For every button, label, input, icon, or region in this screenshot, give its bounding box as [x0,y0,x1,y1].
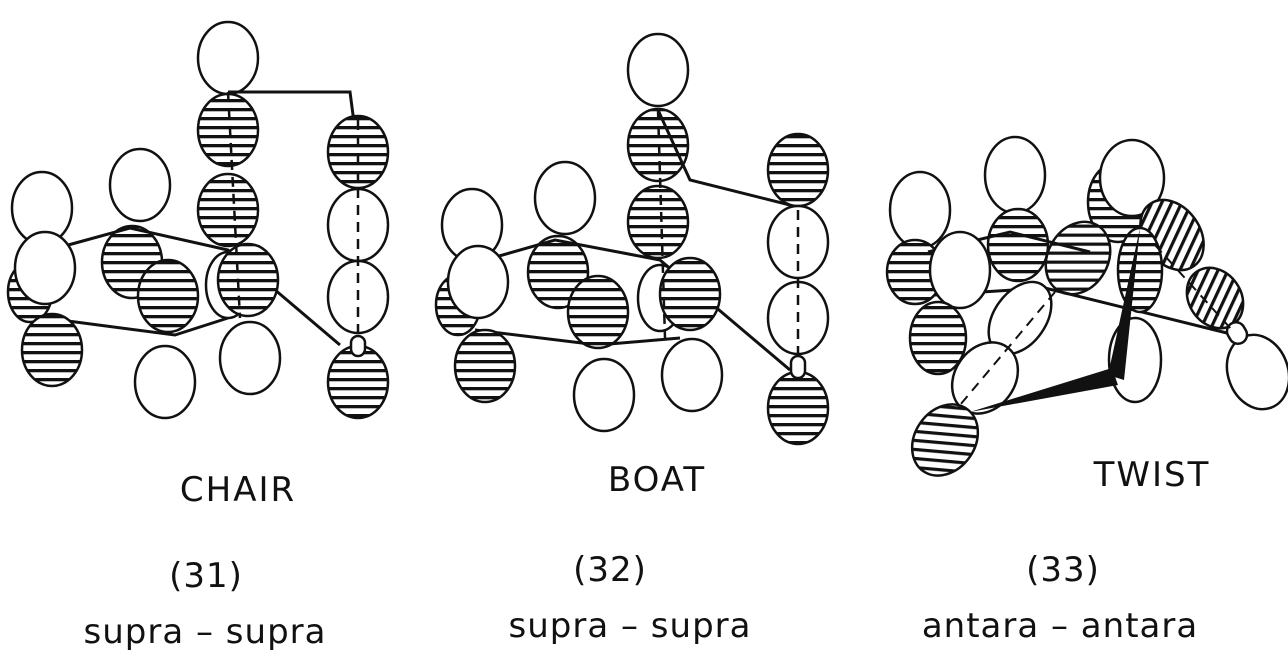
compound-number-31: (31) [169,556,243,596]
orbital-lobe [572,357,636,433]
orbital-lobe [533,160,597,236]
mode-label-chair: supra – supra [83,612,327,652]
compound-number-33: (33) [1026,550,1100,590]
dashed-bond [656,109,667,339]
orbital-lobe [196,92,260,168]
orbital-lobe [108,147,172,223]
orbital-lobe [766,370,830,446]
bond [477,238,791,372]
conformation-label-chair: CHAIR [179,470,297,510]
orbital-lobe [1098,138,1166,218]
compound-number-32: (32) [573,550,647,590]
dashed-bond [1154,244,1233,331]
wedge-bond [970,368,1118,412]
orbital-lobe [660,337,724,413]
orbital-lobe [658,256,722,332]
wedge-bond [1108,228,1140,380]
atom-marker [1225,321,1249,345]
dashed-bond [226,91,242,319]
atom-marker [349,334,367,358]
chair-structure [6,20,390,420]
orbital-lobe [626,184,690,260]
orbital-lobe [888,170,952,250]
orbital-lobe [20,312,84,388]
orbital-lobe [196,172,260,248]
orbital-lobe [13,230,77,306]
dashed-bond [959,291,1056,406]
orbital-lobe [196,20,260,96]
orbital-lobe [133,344,197,420]
bond [656,109,791,207]
twist-structure [885,135,1288,477]
orbital-lobe [908,300,968,376]
boat-structure [434,32,830,446]
orbital-lobe [766,132,830,208]
bond [49,226,341,347]
conformation-label-twist: TWIST [1093,455,1211,495]
orbital-lobe [928,230,992,310]
atom-marker [789,354,807,380]
orbital-lobe [216,242,280,318]
orbital-lobe [983,135,1047,215]
mode-label-twist: antara – antara [921,606,1199,646]
orbital-lobe [453,328,517,404]
orbital-lobe [986,207,1050,283]
orbital-lobe [446,244,510,320]
mode-label-boat: supra – supra [508,606,752,646]
orbital-lobe [910,403,980,477]
orbital-lobe [136,258,200,334]
orbital-lobe [566,274,630,350]
conformation-label-boat: BOAT [607,460,707,500]
orbital-lobe [218,320,282,396]
orbital-lobe [626,32,690,108]
orbital-lobe [1225,333,1288,411]
bond [44,316,229,337]
